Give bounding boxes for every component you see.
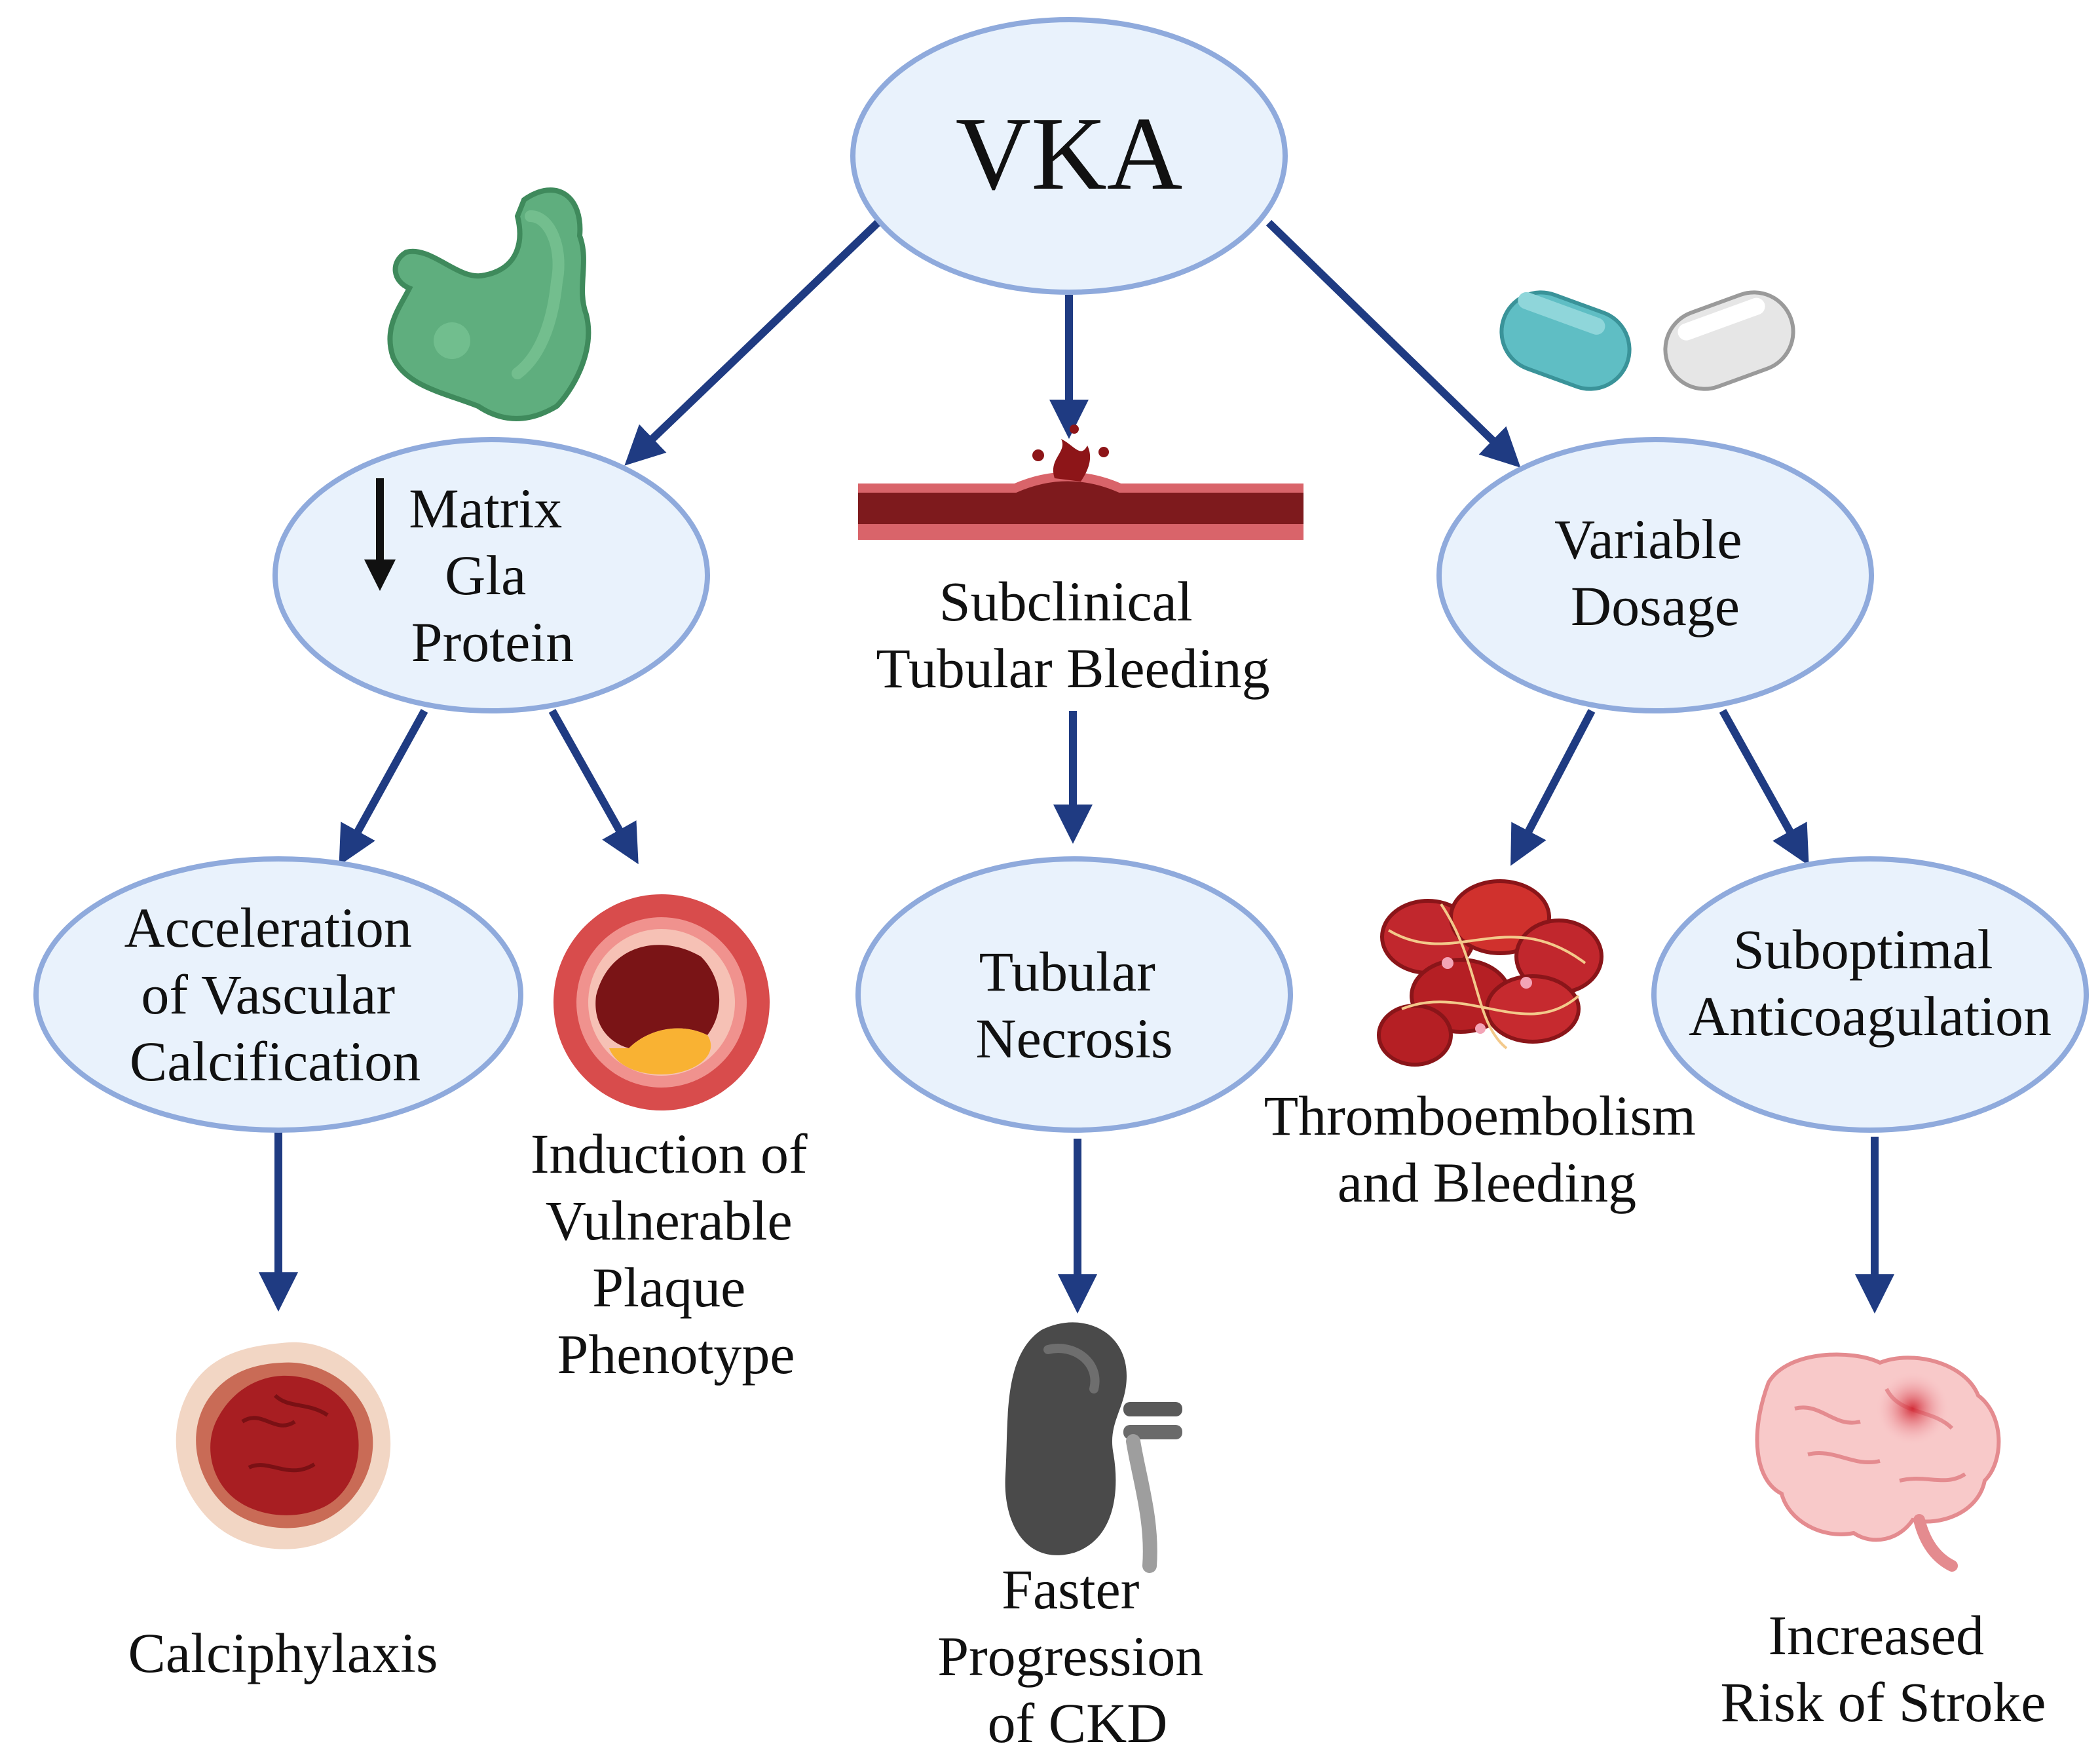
arrow-dosage-to-thrombo (1510, 709, 1596, 866)
plaque-artery-icon (553, 894, 770, 1110)
dosage-ellipse (1436, 437, 1874, 713)
vka-label: VKA (956, 95, 1183, 212)
necrosis-node: Tubular Necrosis (855, 856, 1293, 1133)
arrow-mgp-to-calcification (339, 709, 428, 866)
bleeding-label: Subclinical Tubular Bleeding (876, 570, 1269, 700)
necrosis-label: Tubular Necrosis (976, 940, 1173, 1070)
mgp-node: Matrix Gla Protein (272, 437, 710, 713)
ckd-label: Faster Progression of CKD (937, 1558, 1218, 1754)
bleeding-vessel-icon (858, 425, 1303, 540)
brain-stroke-icon (1755, 1352, 2001, 1572)
arrow-vka-to-dosage (1266, 219, 1521, 468)
vka-ellipse (850, 17, 1288, 295)
arrows (259, 219, 1894, 1314)
calciphylaxis-lesion-icon (176, 1342, 391, 1549)
calciphylaxis-label: Calciphylaxis (128, 1621, 438, 1684)
blood-clot-icon (1377, 879, 1603, 1067)
arrow-dosage-to-suboptimal (1719, 709, 1809, 866)
protein-icon (387, 187, 591, 421)
capsule-icon (1499, 290, 1795, 391)
stroke-label: Increased Risk of Stroke (1721, 1604, 2046, 1734)
calcification-ellipse (33, 856, 523, 1133)
mgp-label: Matrix Gla Protein (409, 477, 576, 673)
thrombo-label: Thromboembolism and Bleeding (1264, 1084, 1710, 1214)
calcification-label: Acceleration of Vascular Calcification (124, 896, 426, 1093)
dosage-node: Variable Dosage (1436, 437, 1874, 713)
vka-node: VKA (850, 17, 1288, 295)
arrow-vka-to-mgp (624, 219, 881, 466)
calcification-node: Acceleration of Vascular Calcification (33, 856, 523, 1133)
dosage-label: Variable Dosage (1554, 508, 1756, 637)
arrow-mgp-to-plaque (548, 709, 639, 865)
necrosis-ellipse (855, 856, 1293, 1133)
suboptimal-label: Suboptimal Anticoagulation (1689, 918, 2052, 1048)
suboptimal-node: Suboptimal Anticoagulation (1651, 856, 2089, 1133)
suboptimal-ellipse (1651, 856, 2089, 1133)
plaque-label: Induction of Vulnerable Plaque Phenotype (531, 1122, 821, 1386)
kidney-icon (1005, 1322, 1182, 1573)
